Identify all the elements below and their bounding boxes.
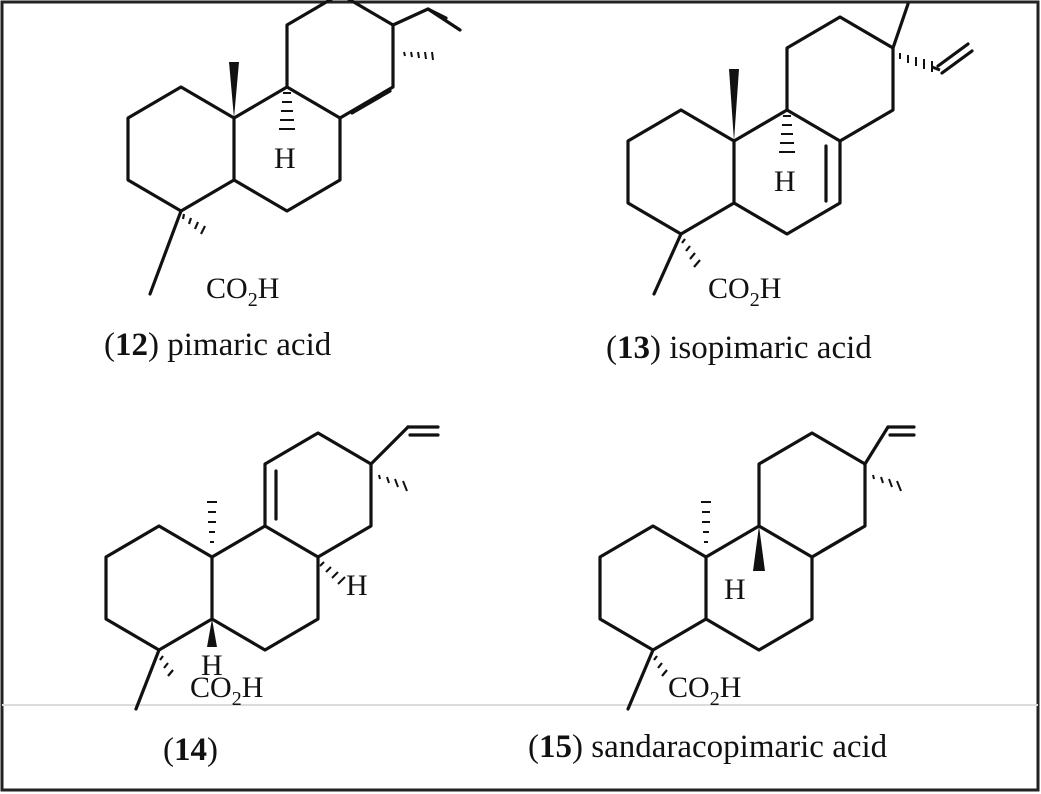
atom-h-ring: H bbox=[201, 649, 223, 682]
carboxylic-acid-label: CO2H bbox=[708, 272, 781, 311]
atom-h: H bbox=[774, 165, 796, 198]
caption-12: (12) pimaric acid bbox=[104, 327, 332, 363]
atom-h-side: H bbox=[346, 569, 368, 602]
caption-13: (13) isopimaric acid bbox=[606, 330, 872, 366]
carboxylic-acid-label: CO2H bbox=[668, 671, 741, 710]
structure-13: H CO2H bbox=[626, 2, 974, 311]
structure-14: H H CO2H bbox=[104, 425, 440, 711]
carboxylic-acid-label: CO2H bbox=[206, 272, 279, 311]
atom-h: H bbox=[724, 573, 746, 606]
caption-15: (15) sandaracopimaric acid bbox=[528, 729, 888, 765]
structure-15: H CO2H bbox=[598, 425, 916, 711]
caption-14: (14) bbox=[163, 732, 218, 768]
structure-12: H CO2H bbox=[126, 0, 462, 311]
carboxylic-acid-label: CO2H bbox=[190, 671, 263, 710]
atom-h: H bbox=[274, 142, 296, 175]
